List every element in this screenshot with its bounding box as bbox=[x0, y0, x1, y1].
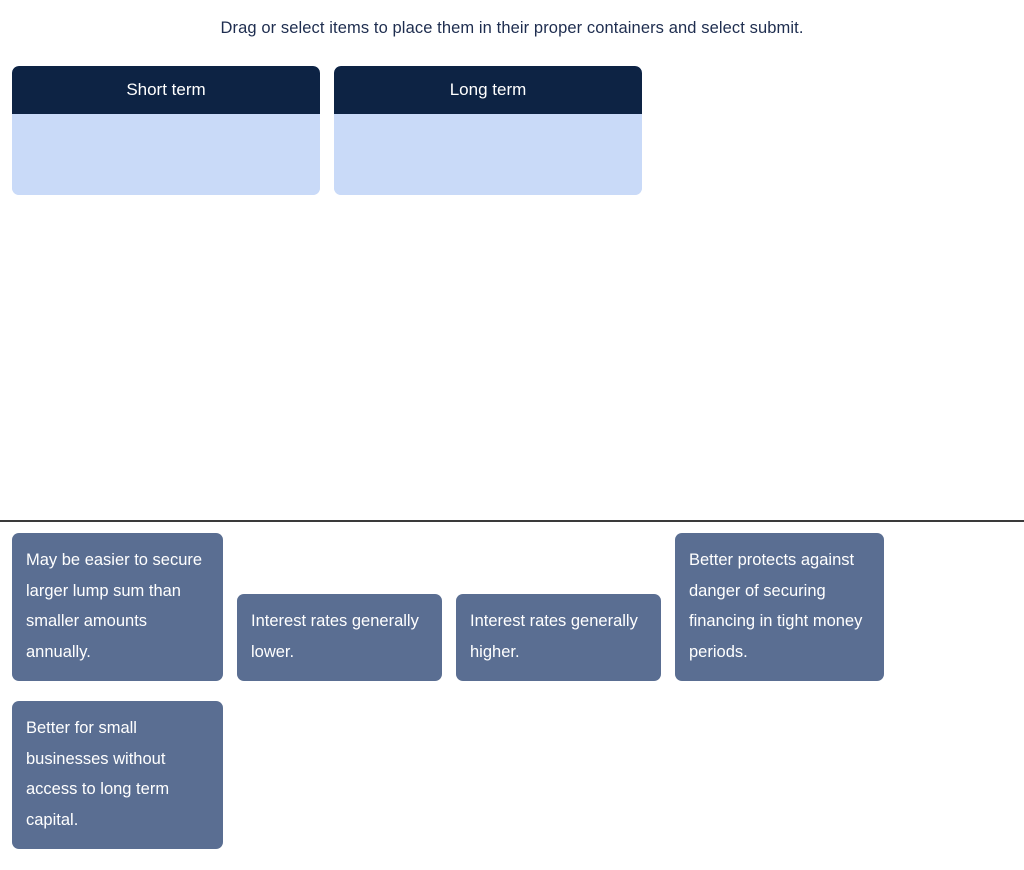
section-divider bbox=[0, 520, 1024, 522]
dropzone-long-term-droparea[interactable] bbox=[334, 114, 642, 195]
draggable-item[interactable]: Better for small businesses without acce… bbox=[12, 701, 223, 849]
draggable-item[interactable]: Interest rates generally higher. bbox=[456, 594, 661, 681]
draggable-item[interactable]: Interest rates generally lower. bbox=[237, 594, 442, 681]
dropzone-long-term-label: Long term bbox=[334, 66, 642, 114]
draggable-item[interactable]: May be easier to secure larger lump sum … bbox=[12, 533, 223, 681]
instruction-text: Drag or select items to place them in th… bbox=[220, 19, 804, 37]
dropzone-container-row: Short term Long term bbox=[12, 66, 642, 195]
draggable-item[interactable]: Better protects against danger of securi… bbox=[675, 533, 884, 681]
dropzone-short-term[interactable]: Short term bbox=[12, 66, 320, 195]
dropzone-short-term-droparea[interactable] bbox=[12, 114, 320, 195]
dropzone-short-term-label: Short term bbox=[12, 66, 320, 114]
item-tray: May be easier to secure larger lump sum … bbox=[12, 533, 1012, 849]
dropzone-long-term[interactable]: Long term bbox=[334, 66, 642, 195]
